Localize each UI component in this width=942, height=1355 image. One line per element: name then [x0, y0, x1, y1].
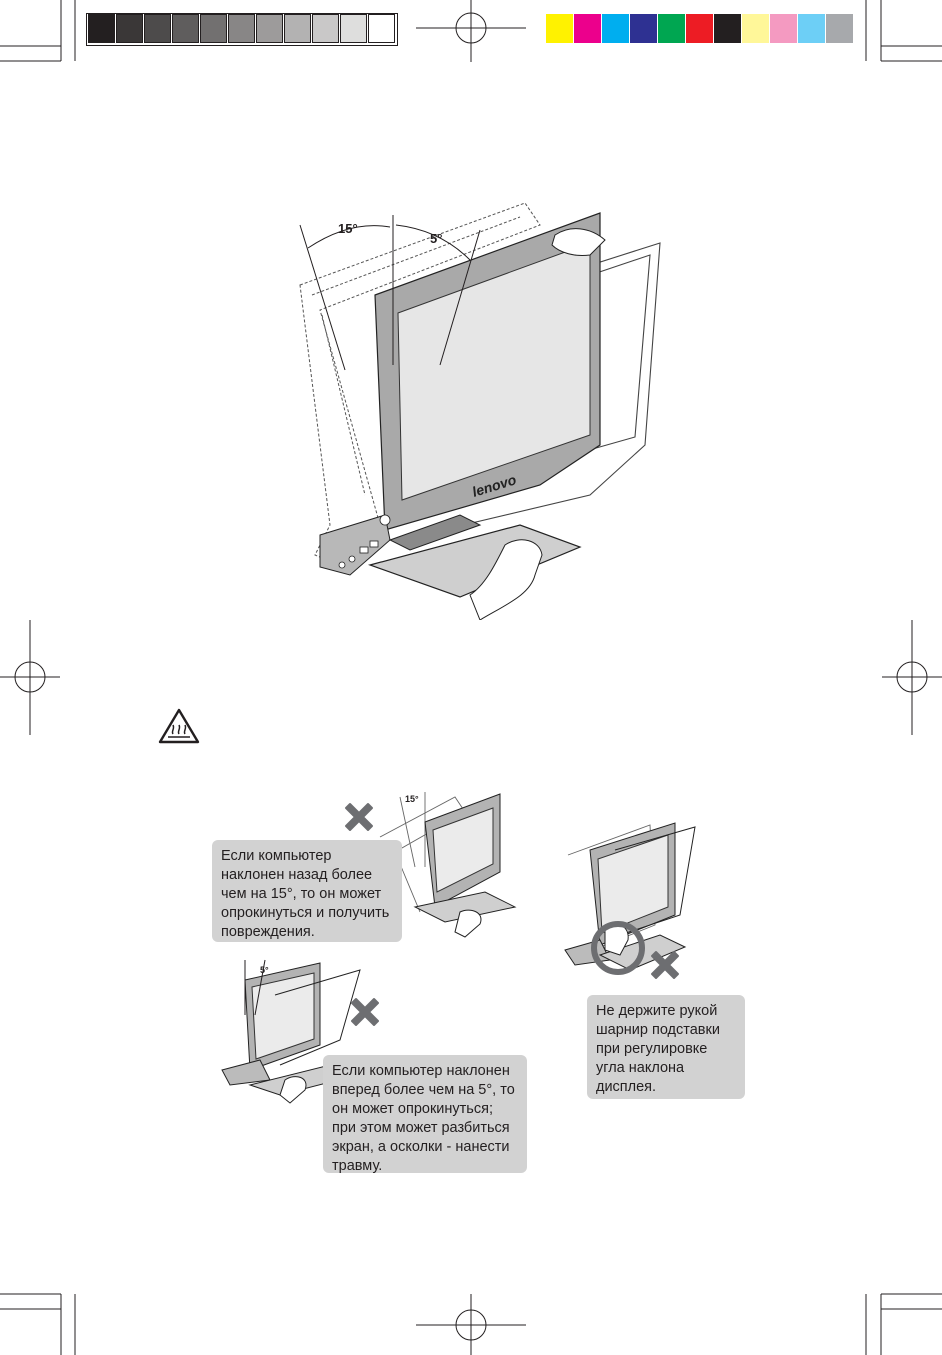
angle-forward-label: 5°	[430, 231, 442, 246]
cmyk-swatch	[658, 14, 685, 43]
gray-swatch	[284, 14, 311, 43]
tilt-back-illustration: 15°	[379, 792, 517, 938]
cmyk-swatch	[602, 14, 629, 43]
gray-swatch	[340, 14, 367, 43]
hand-icon	[469, 228, 606, 620]
cmyk-swatch	[770, 14, 797, 43]
gray-swatch	[200, 14, 227, 43]
gray-swatch	[144, 14, 171, 43]
cmyk-swatch	[742, 14, 769, 43]
tilt-forward-warning-callout: Если компьютер наклонен вперед более чем…	[323, 1055, 527, 1174]
small-angle-forward-label: 5°	[260, 965, 269, 975]
tilt-forward-illustration: 5°	[221, 959, 361, 1104]
tilt-back-warning-callout: Если компьютер наклонен назад более чем …	[212, 840, 402, 942]
monitor-tilt-illustration: lenovo 15° 5°	[299, 202, 661, 620]
angle-back-label: 15°	[338, 221, 358, 236]
gray-swatch	[88, 14, 115, 43]
gray-swatch	[256, 14, 283, 43]
cmyk-swatch	[546, 14, 573, 43]
cmyk-swatch	[826, 14, 853, 43]
cross-icon	[351, 998, 379, 1026]
hinge-warning-callout: Не держите рукой шарнир подставки при ре…	[587, 995, 745, 1099]
cross-icon	[651, 951, 679, 979]
cmyk-swatch	[574, 14, 601, 43]
gray-swatch	[312, 14, 339, 43]
gray-swatch	[116, 14, 143, 43]
gray-swatch	[172, 14, 199, 43]
cmyk-swatch	[798, 14, 825, 43]
cmyk-swatch	[630, 14, 657, 43]
gray-swatch	[368, 14, 395, 43]
hot-surface-warning-icon	[158, 708, 200, 744]
small-angle-back-label: 15°	[405, 794, 419, 804]
gray-swatch	[228, 14, 255, 43]
angle-guides	[299, 215, 481, 371]
cmyk-swatch	[714, 14, 741, 43]
monitor-body	[319, 212, 601, 598]
cmyk-swatch	[686, 14, 713, 43]
cross-icon	[345, 803, 373, 831]
hinge-illustration	[564, 822, 696, 975]
grayscale-color-bar	[86, 13, 398, 46]
